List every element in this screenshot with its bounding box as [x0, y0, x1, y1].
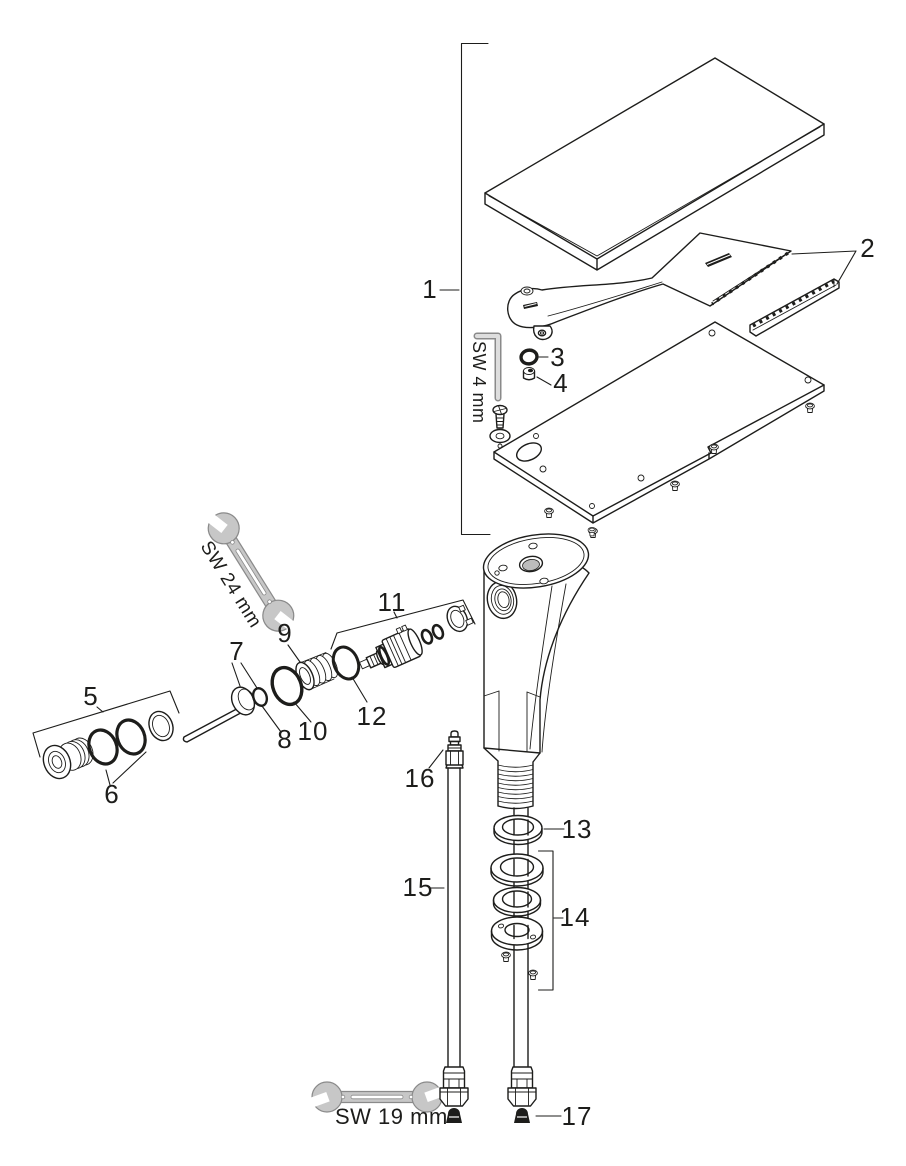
base-plate [493, 321, 825, 538]
aerator-housing-9: 9 [277, 618, 339, 691]
part-label-6: 6 [104, 779, 119, 809]
bracket-14 [537, 850, 564, 991]
mounting-arm [507, 232, 792, 341]
seal-17-left [446, 1108, 462, 1123]
shelf-plate [484, 57, 825, 271]
part-label-7: 7 [229, 636, 244, 666]
bracket-5 [32, 690, 180, 758]
allen-key-size-label: SW 4 mm [469, 341, 489, 424]
part-label-3: 3 [550, 342, 565, 372]
part-label-17: 17 [562, 1101, 593, 1131]
hose-connector-16 [445, 730, 464, 769]
faucet-body [482, 526, 597, 810]
arm-rail-teeth [711, 251, 789, 306]
rail-teeth [752, 280, 835, 328]
leader-16 [428, 749, 444, 769]
assembly-bracket-1: 1 [422, 42, 491, 536]
plate-screw [544, 507, 554, 518]
hose-nut-right [507, 1087, 537, 1107]
part-label-2: 2 [860, 233, 875, 263]
part-label-4: 4 [553, 368, 568, 398]
part-label-12: 12 [357, 701, 388, 731]
ring-large [490, 853, 544, 887]
part-label-9: 9 [277, 618, 292, 648]
wrench-19-size-label: SW 19 mm [335, 1104, 448, 1129]
fixing-washer [489, 428, 511, 444]
o-ring-10: 10 [270, 665, 329, 746]
lever-rod-7: 7 [182, 636, 258, 743]
o-ring-6b [115, 718, 147, 756]
arm-tab [532, 325, 553, 341]
leader-9 [287, 644, 301, 663]
leader-6 [105, 751, 147, 786]
supply-hose-15: 16 15 [403, 730, 464, 1068]
part-label-16: 16 [405, 763, 436, 793]
part-label-15: 15 [403, 872, 434, 902]
mounting-flange [490, 916, 544, 951]
washer-13: 13 [493, 814, 593, 846]
rail-strip-2: 2 [749, 233, 875, 337]
part-label-8: 8 [277, 724, 292, 754]
allen-key-sw4: SW 4 mm [469, 332, 502, 424]
seal-washer [148, 710, 174, 742]
part-label-14: 14 [560, 902, 591, 932]
seal-17-right [514, 1108, 530, 1123]
bracket-11 [330, 599, 476, 650]
threaded-shank [483, 747, 541, 810]
o-ring-3: 3 [519, 342, 565, 372]
o-ring-6a [87, 728, 119, 766]
aerator-5-group: 5 6 [32, 681, 180, 809]
flange-screw [501, 951, 511, 962]
leader-7 [231, 662, 258, 689]
part-label-5: 5 [83, 681, 98, 711]
retaining-clip [446, 604, 474, 633]
fixing-screw [492, 404, 508, 429]
part-label-10: 10 [298, 716, 329, 746]
hose-fitting-left [439, 1066, 469, 1123]
part-label-13: 13 [562, 814, 593, 844]
ring-middle [492, 886, 542, 917]
leader-2 [791, 250, 857, 285]
leader-5 [96, 706, 104, 713]
part-label-1: 1 [422, 274, 437, 304]
plate-screw [670, 480, 680, 491]
cartridge-11: 11 [330, 587, 476, 670]
flange-screw [528, 969, 538, 980]
part-label-11: 11 [378, 587, 407, 617]
leader-10 [293, 701, 312, 723]
mounting-rings-14: 14 [490, 850, 591, 991]
bushing-4: 4 [522, 367, 568, 398]
leader-8 [261, 705, 282, 733]
arm-pivot-knob [520, 286, 534, 296]
plate-main-hole [515, 442, 543, 462]
o-ring-12: 12 [331, 645, 388, 731]
hose-tube [447, 767, 461, 1068]
leader-12 [351, 676, 368, 703]
hose-nut-left [439, 1087, 469, 1107]
seal-8: 8 [251, 687, 292, 754]
plate-screw [805, 402, 815, 413]
leader-4 [536, 376, 552, 386]
hose-fitting-right: 17 [507, 1066, 593, 1131]
sw19-wrench: SW 19 mm [296, 1081, 458, 1129]
